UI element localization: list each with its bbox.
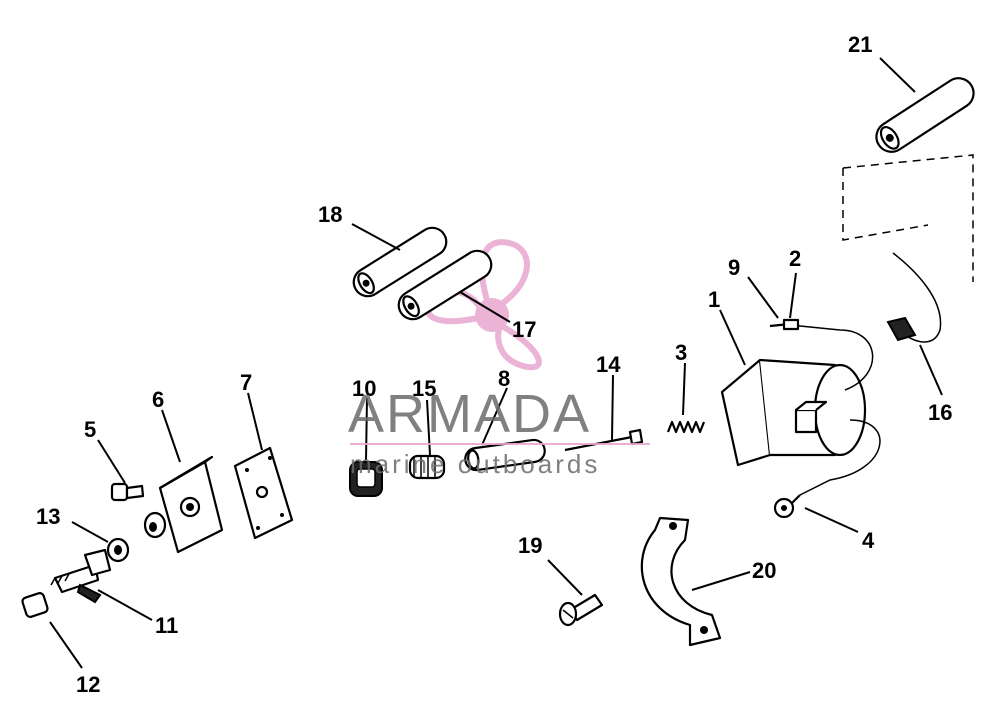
callout-11: 11 [155, 613, 178, 638]
callout-18: 18 [318, 202, 342, 227]
callout-2: 2 [789, 246, 801, 271]
part-15-spring [408, 454, 446, 480]
callout-3: 3 [675, 340, 687, 365]
callout-17: 17 [512, 317, 536, 342]
part-14-rod [564, 428, 644, 452]
callout-1: 1 [708, 287, 720, 312]
part-21-sleeve [842, 77, 975, 282]
callout-9: 9 [728, 255, 740, 280]
part-1-solenoid [720, 318, 881, 519]
watermark-tagline: marine outboards [350, 449, 600, 479]
callout-14: 14 [596, 352, 621, 377]
callout-13: 13 [36, 504, 60, 529]
callout-labels: 21 18 17 9 2 1 3 14 8 15 10 7 6 5 13 11 … [36, 32, 952, 697]
callout-15: 15 [412, 376, 436, 401]
part-12-cap [21, 592, 49, 618]
watermark-propeller-logo [425, 239, 542, 371]
callout-20: 20 [752, 558, 776, 583]
callout-10: 10 [352, 376, 376, 401]
callout-6: 6 [152, 387, 164, 412]
part-18-sleeves [352, 226, 493, 321]
callout-19: 19 [518, 533, 542, 558]
part-19-screw [558, 593, 604, 627]
callout-4: 4 [862, 528, 875, 553]
callout-5: 5 [84, 417, 96, 442]
part-5-screw [110, 482, 145, 502]
callout-12: 12 [76, 672, 100, 697]
part-11-fitting [50, 548, 112, 604]
part-7-gasket [233, 446, 294, 540]
callout-7: 7 [240, 370, 252, 395]
part-13-washer [106, 537, 130, 563]
watermark: ARMADA marine outboards [348, 384, 650, 479]
part-20-strap [640, 516, 722, 647]
part-6-housing [143, 455, 224, 554]
leader-lines [49, 57, 943, 669]
callout-8: 8 [498, 366, 510, 391]
part-16-clip [886, 252, 942, 343]
callout-21: 21 [848, 32, 872, 57]
callout-16: 16 [928, 400, 952, 425]
part-10-valve [349, 461, 383, 497]
watermark-brand: ARMADA [348, 384, 591, 444]
part-3-spring [666, 420, 706, 434]
